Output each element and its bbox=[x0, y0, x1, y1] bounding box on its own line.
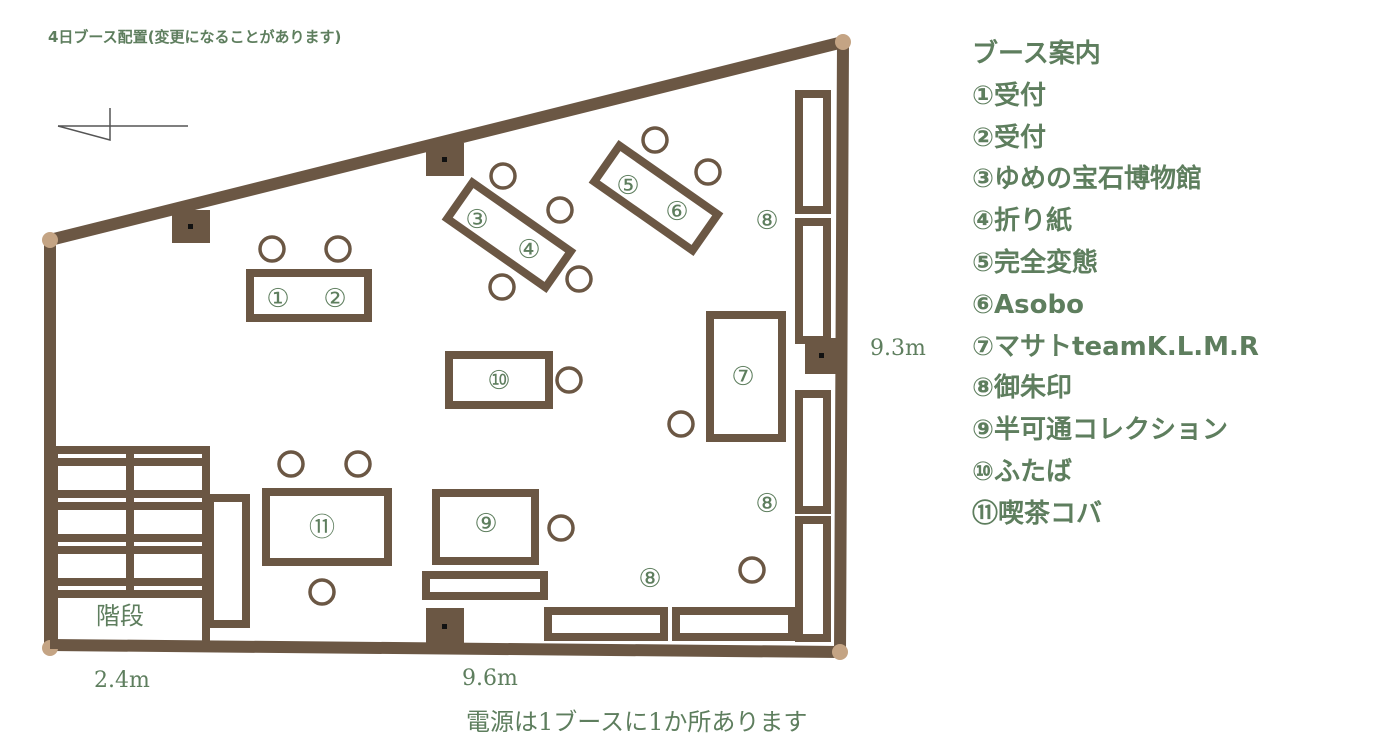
booth-label-9: ⑨ bbox=[474, 509, 497, 539]
legend-item: ⑨半可通コレクション bbox=[972, 415, 1229, 446]
corner-post bbox=[835, 34, 851, 50]
legend-item: ⑧御朱印 bbox=[972, 373, 1073, 404]
table-booth-1-2 bbox=[246, 269, 372, 322]
chair bbox=[324, 235, 352, 263]
table-booth-11 bbox=[262, 488, 392, 566]
table-booth-7 bbox=[706, 311, 786, 442]
dimension-width: 9.6m bbox=[462, 666, 518, 691]
goshuin-tables bbox=[544, 90, 831, 642]
chair bbox=[308, 578, 336, 606]
booth-label-8: ⑧ bbox=[755, 206, 778, 236]
legend-item: ⑩ふたば bbox=[972, 456, 1073, 487]
legend-item: ⑦マサトteamK.L.M.R bbox=[972, 331, 1259, 362]
booth-legend: ブース案内 ①受付 ②受付 ③ゆめの宝石博物館 ④折り紙 ⑤完全変態 ⑥Asob… bbox=[972, 34, 1259, 536]
chair bbox=[546, 196, 574, 224]
chair bbox=[258, 235, 286, 263]
table-booth-9-front bbox=[422, 571, 548, 600]
floor-plan: 階段 ① ② ③ bbox=[42, 34, 851, 660]
booth-label-8: ⑧ bbox=[755, 489, 778, 519]
legend-item: ①受付 bbox=[972, 80, 1047, 111]
booth-label-3: ③ bbox=[465, 205, 488, 235]
chair bbox=[555, 366, 583, 394]
chair bbox=[565, 265, 593, 293]
booth-label-1: ① bbox=[266, 284, 289, 314]
booth-label-5: ⑤ bbox=[616, 171, 639, 201]
booth-label-7: ⑦ bbox=[731, 362, 754, 392]
table-booth-10 bbox=[445, 351, 553, 409]
table-booth-3-4 bbox=[441, 176, 577, 294]
booth-label-4: ④ bbox=[517, 235, 540, 265]
legend-item: ④折り紙 bbox=[972, 206, 1073, 237]
legend-item: ⑥Asobo bbox=[972, 289, 1084, 320]
chair bbox=[488, 273, 516, 301]
stairs-label: 階段 bbox=[96, 602, 144, 630]
legend-item: ③ゆめの宝石博物館 bbox=[972, 164, 1203, 195]
booth-label-8: ⑧ bbox=[638, 564, 661, 594]
legend-title: ブース案内 bbox=[972, 39, 1101, 69]
legend-item: ②受付 bbox=[972, 122, 1047, 153]
dimension-height: 9.3m bbox=[870, 336, 926, 361]
legend-item: ⑪喫茶コバ bbox=[972, 498, 1103, 529]
corner-post bbox=[42, 232, 58, 248]
table-booth-9 bbox=[432, 489, 539, 565]
chair bbox=[738, 556, 766, 584]
stairs bbox=[50, 446, 250, 649]
chair bbox=[641, 126, 669, 154]
corner-post bbox=[832, 644, 848, 660]
booth-label-6: ⑥ bbox=[665, 197, 688, 227]
chair bbox=[489, 162, 517, 190]
legend-item: ⑤完全変態 bbox=[972, 247, 1099, 278]
chair bbox=[694, 158, 722, 186]
booth-label-11: ⑪ bbox=[309, 513, 335, 543]
power-note: 電源は1ブースに1か所あります bbox=[466, 708, 808, 736]
page-title: 4日ブース配置(変更になることがあります) bbox=[48, 28, 342, 46]
north-arrow-icon bbox=[57, 108, 188, 141]
booth-label-2: ② bbox=[323, 284, 346, 314]
chair bbox=[547, 514, 575, 542]
table-booth-5-6 bbox=[588, 139, 724, 257]
booth-label-10: ⑩ bbox=[487, 366, 510, 396]
chair bbox=[344, 450, 372, 478]
dimension-stairs-width: 2.4m bbox=[94, 668, 150, 693]
chair bbox=[667, 410, 695, 438]
chair bbox=[277, 450, 305, 478]
